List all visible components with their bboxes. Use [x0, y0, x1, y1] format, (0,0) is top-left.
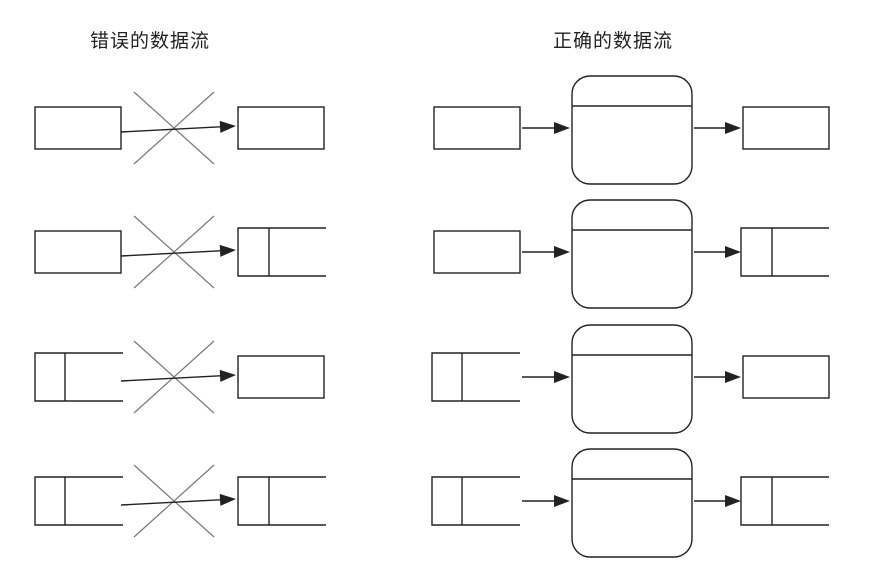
wrong-dataflow-title: 错误的数据流: [90, 30, 211, 52]
arrow-line: [120, 250, 221, 257]
arrow-line: [120, 375, 221, 382]
external-entity: [742, 106, 830, 150]
correct-flow-row: [431, 448, 829, 558]
external-entity: [433, 106, 521, 150]
correct-flow-row: [433, 75, 830, 185]
invalid-flow-arrow: [120, 369, 236, 382]
flow-arrow-out: [694, 371, 741, 383]
arrowhead: [725, 371, 741, 383]
correct-flow-row: [431, 324, 830, 434]
arrowhead: [219, 369, 236, 382]
data-store: [34, 352, 123, 402]
external-entity: [237, 106, 325, 150]
flow-arrow-in: [522, 122, 570, 134]
flow-arrow-out: [694, 246, 741, 258]
wrong-flow-row: [34, 91, 325, 165]
cross-line: [133, 91, 215, 165]
arrow-line: [120, 126, 221, 133]
arrowhead: [725, 122, 741, 134]
arrowhead: [219, 493, 236, 506]
wrong-flow-row: [34, 464, 326, 538]
external-entity: [433, 230, 521, 274]
external-entity: [237, 355, 325, 399]
process-shape: [571, 75, 693, 185]
data-store: [431, 352, 520, 402]
correct-dataflow-title: 正确的数据流: [553, 30, 674, 52]
data-store: [740, 227, 829, 277]
arrowhead: [554, 246, 570, 258]
arrowhead: [725, 495, 741, 507]
data-store: [237, 476, 326, 526]
flow-arrow-in: [522, 495, 570, 507]
process: [571, 324, 693, 434]
process-shape: [571, 448, 693, 558]
cross-line: [133, 340, 215, 414]
invalid-flow-arrow: [120, 120, 236, 133]
cross-line: [133, 215, 215, 289]
flow-arrow-in: [522, 246, 570, 258]
arrowhead: [554, 371, 570, 383]
data-store: [34, 476, 123, 526]
wrong-flow-row: [34, 340, 325, 414]
external-entity: [34, 106, 122, 150]
process-shape: [571, 324, 693, 434]
arrowhead: [219, 120, 236, 133]
flow-arrow-in: [522, 371, 570, 383]
flow-arrow-out: [694, 495, 741, 507]
invalid-flow-arrow: [120, 493, 236, 506]
arrowhead: [219, 244, 236, 257]
data-store: [237, 227, 326, 277]
process: [571, 199, 693, 309]
arrowhead: [725, 246, 741, 258]
invalid-cross: [133, 91, 215, 165]
invalid-cross: [133, 340, 215, 414]
data-store: [740, 476, 829, 526]
cross-line: [133, 464, 215, 538]
arrowhead: [554, 495, 570, 507]
wrong-flow-row: [34, 215, 326, 289]
arrow-line: [120, 499, 221, 506]
external-entity: [742, 355, 830, 399]
arrowhead: [554, 122, 570, 134]
flow-arrow-out: [694, 122, 741, 134]
process: [571, 75, 693, 185]
process: [571, 448, 693, 558]
data-store: [431, 476, 520, 526]
invalid-flow-arrow: [120, 244, 236, 257]
process-shape: [571, 199, 693, 309]
invalid-cross: [133, 215, 215, 289]
correct-flow-row: [433, 199, 829, 309]
external-entity: [34, 230, 122, 274]
invalid-cross: [133, 464, 215, 538]
